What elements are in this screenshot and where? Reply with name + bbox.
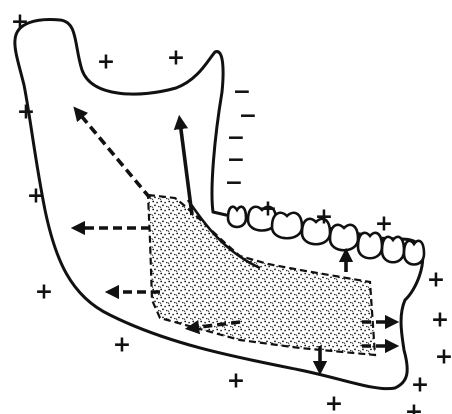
minus-sign-4: − <box>227 148 245 173</box>
plus-sign-6: + <box>35 280 53 305</box>
tooth-6 <box>358 233 382 258</box>
plus-sign-16: + <box>259 197 277 222</box>
tooth-1 <box>228 207 246 227</box>
force-arrow-1 <box>78 112 150 198</box>
plus-sign-8: + <box>227 369 245 394</box>
plus-sign-7: + <box>113 333 131 358</box>
plus-sign-5: + <box>27 184 45 209</box>
plus-sign-3: + <box>167 46 185 71</box>
plus-sign-2: + <box>97 50 115 75</box>
plus-sign-9: + <box>325 392 343 414</box>
plus-sign-11: + <box>435 345 452 370</box>
plus-sign-13: + <box>427 268 445 293</box>
force-arrow-2 <box>180 122 192 215</box>
plus-sign-15: + <box>315 205 333 230</box>
plus-sign-12: + <box>431 308 449 333</box>
plus-sign-1: + <box>11 10 29 35</box>
plus-sign-14: + <box>375 212 393 237</box>
minus-sign-1: − <box>233 80 251 105</box>
tooth-7 <box>382 237 404 262</box>
plus-sign-10: + <box>411 373 429 398</box>
plus-sign-17: + <box>405 400 423 414</box>
plus-sign-4: + <box>17 100 35 125</box>
tooth-8 <box>404 241 424 265</box>
minus-sign-5: − <box>225 171 243 196</box>
tooth-5 <box>330 225 358 250</box>
